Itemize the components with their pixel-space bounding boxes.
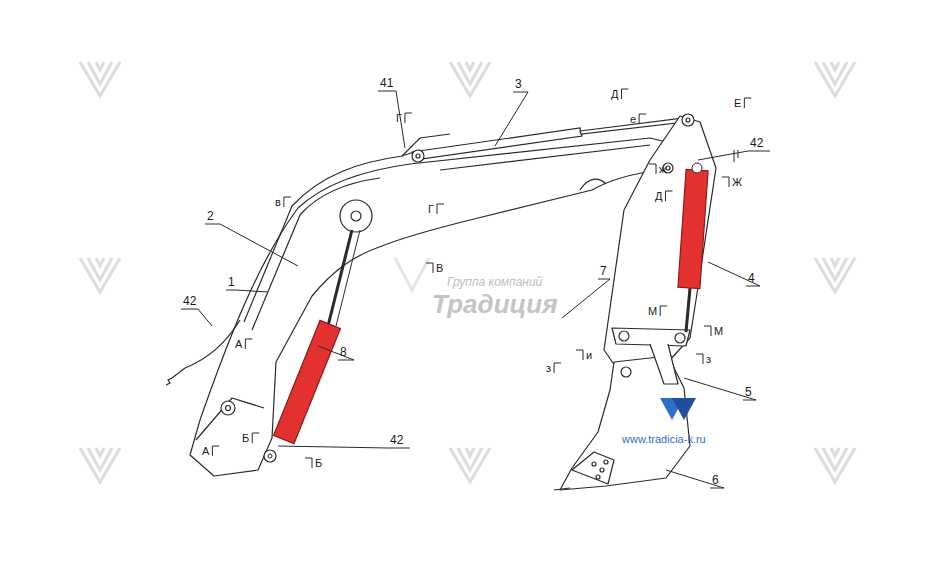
callout-number: 42 [183, 295, 196, 308]
stick-cylinder [412, 118, 685, 162]
section-letter: М [648, 305, 657, 317]
section-tick [252, 433, 259, 443]
callout-number: 2 [207, 210, 214, 223]
boom-hoses [166, 134, 450, 385]
callout-number: 8 [340, 346, 347, 359]
section-tick [660, 306, 667, 316]
section-tick [245, 339, 252, 349]
section-tick [704, 326, 711, 336]
section-tick [554, 363, 561, 373]
section-letter: Г [396, 112, 402, 124]
section-tick [722, 177, 729, 187]
watermark-text: Традиция [432, 290, 558, 318]
callout-number: 1 [228, 276, 235, 289]
section-letter: А [235, 338, 242, 350]
section-tick [639, 114, 646, 124]
callout-number: 4 [748, 272, 755, 285]
section-letter: е [630, 113, 636, 125]
section-letter: Б [242, 432, 249, 444]
section-tick [696, 354, 703, 364]
callout-number: 41 [380, 77, 393, 90]
section-letter: з [546, 362, 551, 374]
section-letter: и [586, 349, 592, 361]
section-tick [305, 458, 312, 468]
leader-lines [181, 91, 770, 488]
section-letter: А [202, 445, 209, 457]
section-tick [649, 164, 656, 174]
callout-number: 42 [750, 137, 763, 150]
section-tick [212, 446, 219, 456]
section-letter: В [436, 262, 443, 274]
callout-number: 42 [390, 434, 403, 447]
ripper-tooth [554, 328, 690, 490]
stick-arm [604, 114, 716, 376]
section-letter: Д [611, 88, 618, 100]
section-letter: Б [315, 457, 322, 469]
section-letter: ж [659, 163, 666, 175]
section-tick [621, 89, 628, 99]
section-tick [665, 191, 672, 201]
section-tick [437, 204, 444, 214]
section-letter: Е [734, 97, 741, 109]
section-letter: в [275, 196, 281, 208]
section-letter: Г [428, 203, 434, 215]
logo-mark [660, 398, 696, 420]
section-marks [212, 89, 751, 468]
section-letter: Ж [732, 176, 742, 188]
section-letter: Д [655, 190, 662, 202]
callout-number: 7 [600, 265, 607, 278]
callout-number: 3 [515, 78, 522, 91]
section-letter: М [714, 325, 723, 337]
section-letter: з [706, 353, 711, 365]
section-tick [426, 263, 433, 273]
watermark-chevrons [80, 62, 855, 482]
bucket-cylinder [678, 163, 708, 332]
section-tick [284, 197, 291, 207]
callout-number: 5 [745, 386, 752, 399]
boom-cylinder [264, 200, 372, 462]
callout-number: 6 [712, 474, 719, 487]
watermark-text: Группа компаний [447, 276, 542, 288]
section-tick [576, 350, 583, 360]
watermark-url: www.tradicia-k.ru [622, 433, 706, 445]
section-tick [744, 98, 751, 108]
section-tick [405, 113, 412, 123]
